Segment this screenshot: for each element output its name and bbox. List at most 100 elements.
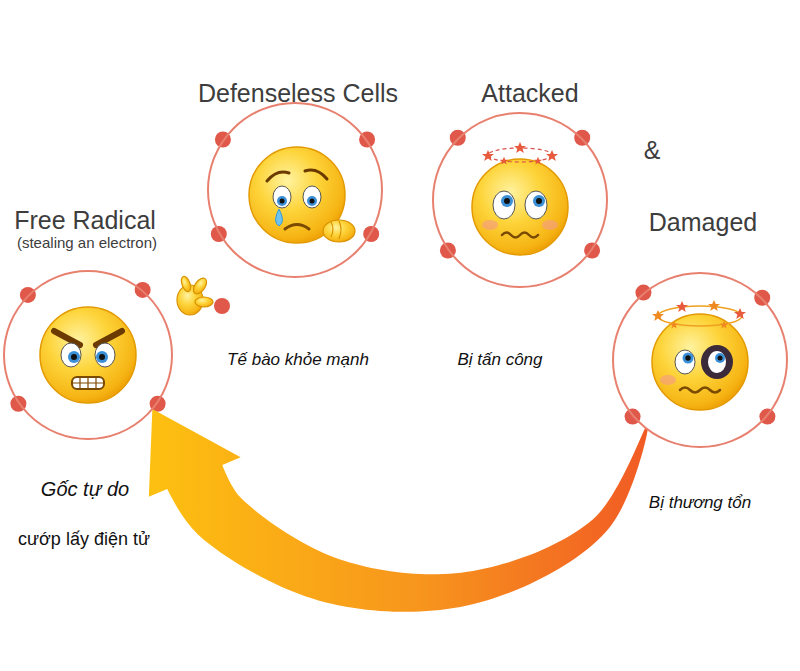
hurt-face (675, 350, 695, 374)
pinching-hand (180, 275, 193, 293)
caption-text: Bị thương tổn (649, 493, 751, 513)
atom-circle: Free Radical(stealing an electron)Gốc tự… (3, 270, 173, 440)
dizzy-face (514, 142, 526, 153)
dizzy-face (472, 142, 568, 255)
angry-face (96, 351, 108, 363)
angry-face (40, 307, 136, 403)
crying-face (249, 147, 355, 243)
hurt-face (676, 301, 688, 312)
caption-text: Bị tấn công (457, 350, 542, 370)
hurt-face (708, 300, 720, 311)
dizzy-face (504, 198, 510, 204)
curved-arrow (149, 409, 648, 612)
orbit-ring (208, 103, 382, 277)
orbit-ring (433, 113, 607, 287)
hurt-face (685, 355, 690, 360)
electron-dot (754, 290, 770, 306)
dizzy-face (536, 198, 542, 204)
angry-face (72, 377, 104, 389)
crying-face (323, 220, 355, 242)
heading-text: Defenseless Cells (198, 78, 398, 108)
crying-face (323, 220, 355, 242)
hurt-face (652, 300, 748, 410)
hurt-face (658, 306, 742, 326)
angry-face (72, 377, 104, 389)
pinching-hand (177, 275, 213, 315)
electron-dot (215, 132, 231, 148)
electron-dot (635, 285, 651, 301)
dizzy-face (533, 195, 545, 207)
pinching-hand (191, 276, 210, 296)
electron-dot (625, 409, 641, 425)
hurt-face (701, 345, 733, 379)
dizzy-face (472, 159, 568, 255)
heading-text: (stealing an electron) (17, 234, 157, 252)
angry-face (71, 354, 77, 360)
angry-face (40, 307, 136, 403)
electron-dot (450, 130, 466, 146)
dizzy-face (525, 191, 547, 219)
caption-text: Gốc tự do (41, 477, 129, 501)
crying-face (280, 199, 285, 204)
dizzy-face (493, 191, 515, 219)
hurt-face (652, 310, 664, 321)
caption-text: cướp lấy điện tử (18, 529, 150, 551)
dizzy-face (542, 220, 558, 230)
heading-text: Free Radical (14, 205, 156, 235)
heading-text: Attacked (481, 78, 578, 108)
angry-face (95, 343, 115, 367)
electron-dot (440, 242, 456, 258)
crying-face (267, 170, 327, 181)
crying-face (307, 196, 317, 206)
dizzy-face (534, 157, 542, 165)
electron-dot (211, 226, 227, 242)
angry-face (68, 351, 80, 363)
dizzy-face (500, 157, 508, 165)
electron-dot (759, 409, 775, 425)
hurt-face (660, 375, 676, 385)
hurt-face (718, 356, 723, 361)
heading-text: Damaged (649, 207, 757, 237)
orbit-outline (432, 112, 608, 288)
hurt-face (734, 308, 746, 319)
orbit-ring (4, 271, 172, 439)
angry-face (61, 343, 81, 367)
hurt-face (720, 321, 728, 329)
angry-face (54, 331, 122, 345)
orbit-outline (612, 272, 788, 448)
electron-dot (359, 132, 375, 148)
hurt-face (683, 353, 694, 364)
pinching-hand (195, 297, 213, 307)
hurt-face (670, 321, 678, 329)
dizzy-face (502, 233, 538, 238)
electron-dot (584, 242, 600, 258)
crying-face (277, 196, 287, 206)
atom-circle: DamagedBị thương tổn (612, 272, 788, 448)
ampersand-label: & (644, 135, 661, 165)
hurt-face (715, 353, 725, 363)
caption-text: Tế bào khỏe mạnh (227, 350, 369, 370)
hurt-face (652, 314, 748, 410)
electron-dots (10, 130, 775, 425)
electron-dot (135, 282, 151, 298)
crying-face (303, 186, 321, 208)
crying-face (285, 225, 309, 230)
crying-face (331, 221, 341, 239)
orbit-ring (613, 273, 787, 447)
dizzy-face (482, 150, 494, 161)
angry-face (99, 354, 105, 360)
dizzy-face (546, 150, 558, 161)
atom-circle: AttackedBị tấn công (432, 112, 608, 288)
electron-dot (10, 396, 26, 412)
crying-face (273, 186, 291, 208)
hurt-face (680, 388, 720, 393)
hurt-face (708, 351, 726, 373)
electron-dot (20, 287, 36, 303)
dizzy-face (501, 195, 513, 207)
electron-dot (150, 396, 166, 412)
